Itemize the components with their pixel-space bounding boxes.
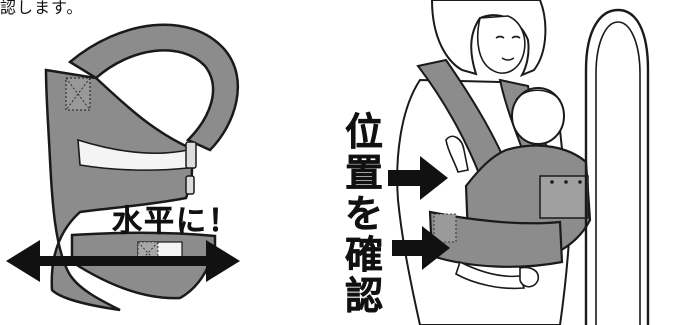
label-char: 位 [344,110,384,154]
mother-illustration [396,0,592,325]
left-carrier-illustration [44,23,240,312]
double-headed-arrow-icon [6,240,240,282]
horizontal-label: 水平に！ [112,204,240,239]
baby-hair [515,89,561,101]
baby-hand [445,135,469,173]
mother-eyes [495,35,521,39]
shoulder-strap [67,23,240,152]
top-caption: 認します。 [0,0,84,17]
lower-right-arrow-icon [392,226,450,270]
stitch-x-top [65,77,91,111]
label-char: 確 [344,233,384,277]
front-belt-stitch [433,213,457,243]
baby-legs [455,260,526,290]
mother-face [476,15,526,74]
mother-mouth [501,57,515,61]
label-char: 認 [344,274,384,318]
label-char: を [344,192,384,236]
waist-belt-lower [71,260,212,300]
buckle-lower [185,175,195,195]
check-position-label: 位 置 を 確 認 [341,110,387,318]
wall-edge-inner [595,21,641,325]
baby-head [511,87,565,145]
buckle [185,141,197,169]
label-char: 置 [344,151,384,195]
wall-edge [584,8,650,325]
baby-foot [519,266,540,288]
upper-right-arrow-icon [388,156,448,200]
